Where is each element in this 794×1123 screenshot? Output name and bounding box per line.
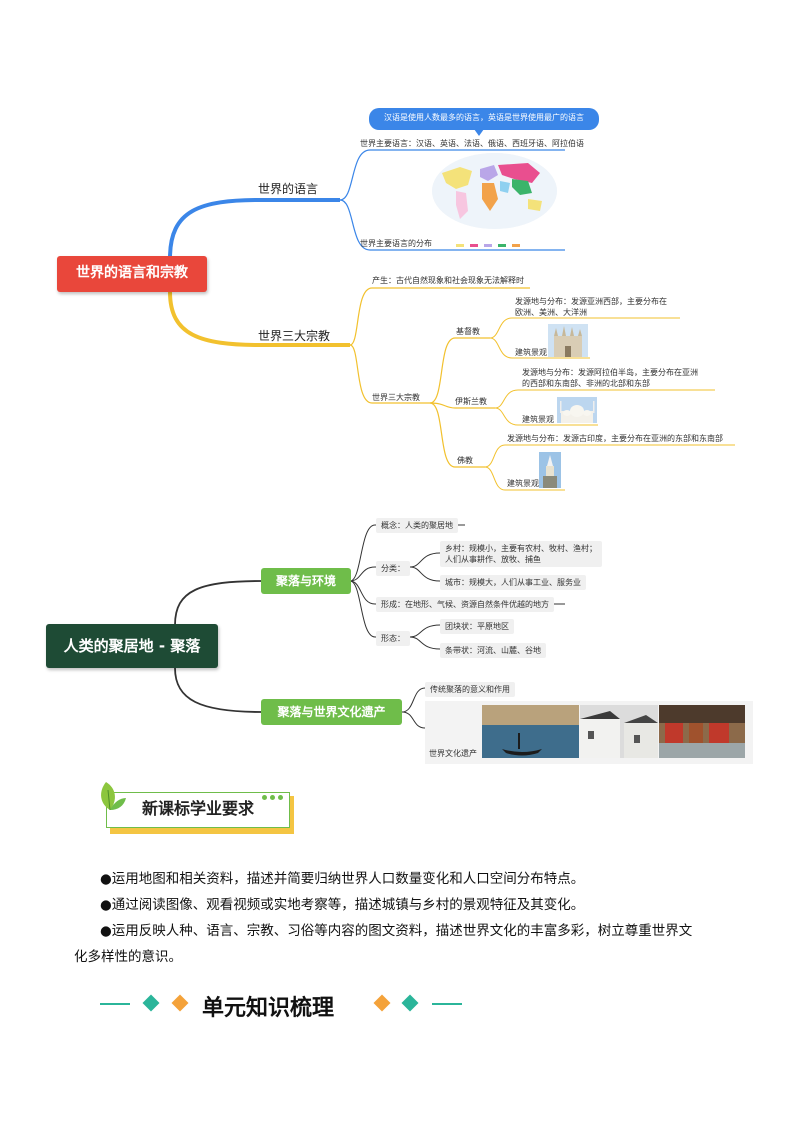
islam-architecture: 建筑景观 <box>522 415 554 424</box>
branch-three-religions: 世界三大宗教 <box>258 329 331 343</box>
callout-pointer <box>474 129 484 136</box>
village-photo <box>580 705 658 758</box>
leaf-formation: 形成：在地形、气候、资源自然条件优越的地方 <box>376 597 554 612</box>
branch-world-languages: 世界的语言 <box>258 182 319 196</box>
requirement-item-1: ●运用地图和相关资料，描述并简要归纳世界人口数量变化和人口空间分布特点。 <box>100 871 585 887</box>
requirement-list: ●运用地图和相关资料，描述并简要归纳世界人口数量变化和人口空间分布特点。 ●通过… <box>100 866 720 944</box>
leaf-islam: 伊斯兰教 <box>455 397 487 406</box>
leaf-religion-origin: 产生：古代自然现象和社会现象无法解释时 <box>372 276 524 285</box>
leaf-buddhism: 佛教 <box>457 456 473 465</box>
leaf-main-languages: 世界主要语言：汉语、英语、法语、俄语、西班牙语、阿拉伯语 <box>360 139 584 148</box>
leaf-traditional-meaning: 传统聚落的意义和作用 <box>425 682 515 697</box>
requirement-item-3: ●运用反映人种、语言、宗教、习俗等内容的图文资料，描述世界文化的丰富多彩，树立尊… <box>100 923 693 939</box>
islam-spread-2: 的西部和东南部、非洲的北部和东部 <box>522 379 650 388</box>
leaf-form: 形态： <box>376 631 410 646</box>
mosque-photo <box>557 397 597 423</box>
map-legend <box>456 232 536 247</box>
leaf-language-distribution: 世界主要语言的分布 <box>360 239 432 248</box>
rural-line-2: 人们从事耕作、放牧、捕鱼 <box>445 555 541 564</box>
leaf-city: 城市：规模大，人们从事工业、服务业 <box>440 575 586 590</box>
islam-spread-1: 发源地与分布：发源阿拉伯半岛，主要分布在亚洲 <box>522 368 698 377</box>
leaf-world-heritage: 世界文化遗产 <box>429 749 477 758</box>
christianity-architecture: 建筑景观 <box>515 348 547 357</box>
cathedral-photo <box>548 324 588 357</box>
requirement-item-2: ●通过阅读图像、观看视频或实地考察等，描述城镇与乡村的景观特征及其变化。 <box>100 897 585 913</box>
leaf-concept: 概念：人类的聚居地 <box>376 518 458 533</box>
rural-line-1: 乡村：规模小，主要有农村、牧村、渔村； <box>445 544 597 553</box>
requirements-badge-group: 新课标学业要求 <box>96 780 296 836</box>
leaf-strip: 条带状：河流、山麓、谷地 <box>440 643 546 658</box>
leaf-icon <box>101 782 126 811</box>
leaf-religion-sub: 世界三大宗教 <box>372 393 420 402</box>
christianity-spread-2: 欧洲、美洲、大洋洲 <box>515 308 587 317</box>
leaf-christianity: 基督教 <box>456 327 480 336</box>
old-town-photo <box>659 705 745 758</box>
buddhism-spread: 发源地与分布：发源古印度，主要分布在亚洲的东部和东南部 <box>507 434 723 443</box>
callout-bubble: 汉语是使用人数最多的语言，英语是世界使用最广的语言 <box>369 108 599 130</box>
buddhism-architecture: 建筑景观 <box>507 479 539 488</box>
section-title: 单元知识梳理 <box>202 996 335 1021</box>
requirement-item-3-cont: 化多样性的意识。 <box>74 949 182 965</box>
christianity-spread-1: 发源地与分布：发源亚洲西部，主要分布在 <box>515 297 667 306</box>
dots-decoration <box>262 785 286 800</box>
leaf-cluster: 团块状：平原地区 <box>440 619 514 634</box>
venice-photo <box>482 705 579 758</box>
leaf-rural: 乡村：规模小，主要有农村、牧村、渔村； 人们从事耕作、放牧、捕鱼 <box>440 541 602 567</box>
branch-settlement-environment: 聚落与环境 <box>261 568 351 594</box>
mindmap-root-language-religion: 世界的语言和宗教 <box>57 256 207 292</box>
pagoda-photo <box>539 452 561 488</box>
requirements-title: 新课标学业要求 <box>106 792 290 828</box>
world-language-map <box>432 153 557 229</box>
mindmap-root-settlement: 人类的聚居地 - 聚落 <box>46 624 218 668</box>
leaf-classify: 分类： <box>376 561 410 576</box>
branch-settlement-heritage: 聚落与世界文化遗产 <box>261 699 402 725</box>
